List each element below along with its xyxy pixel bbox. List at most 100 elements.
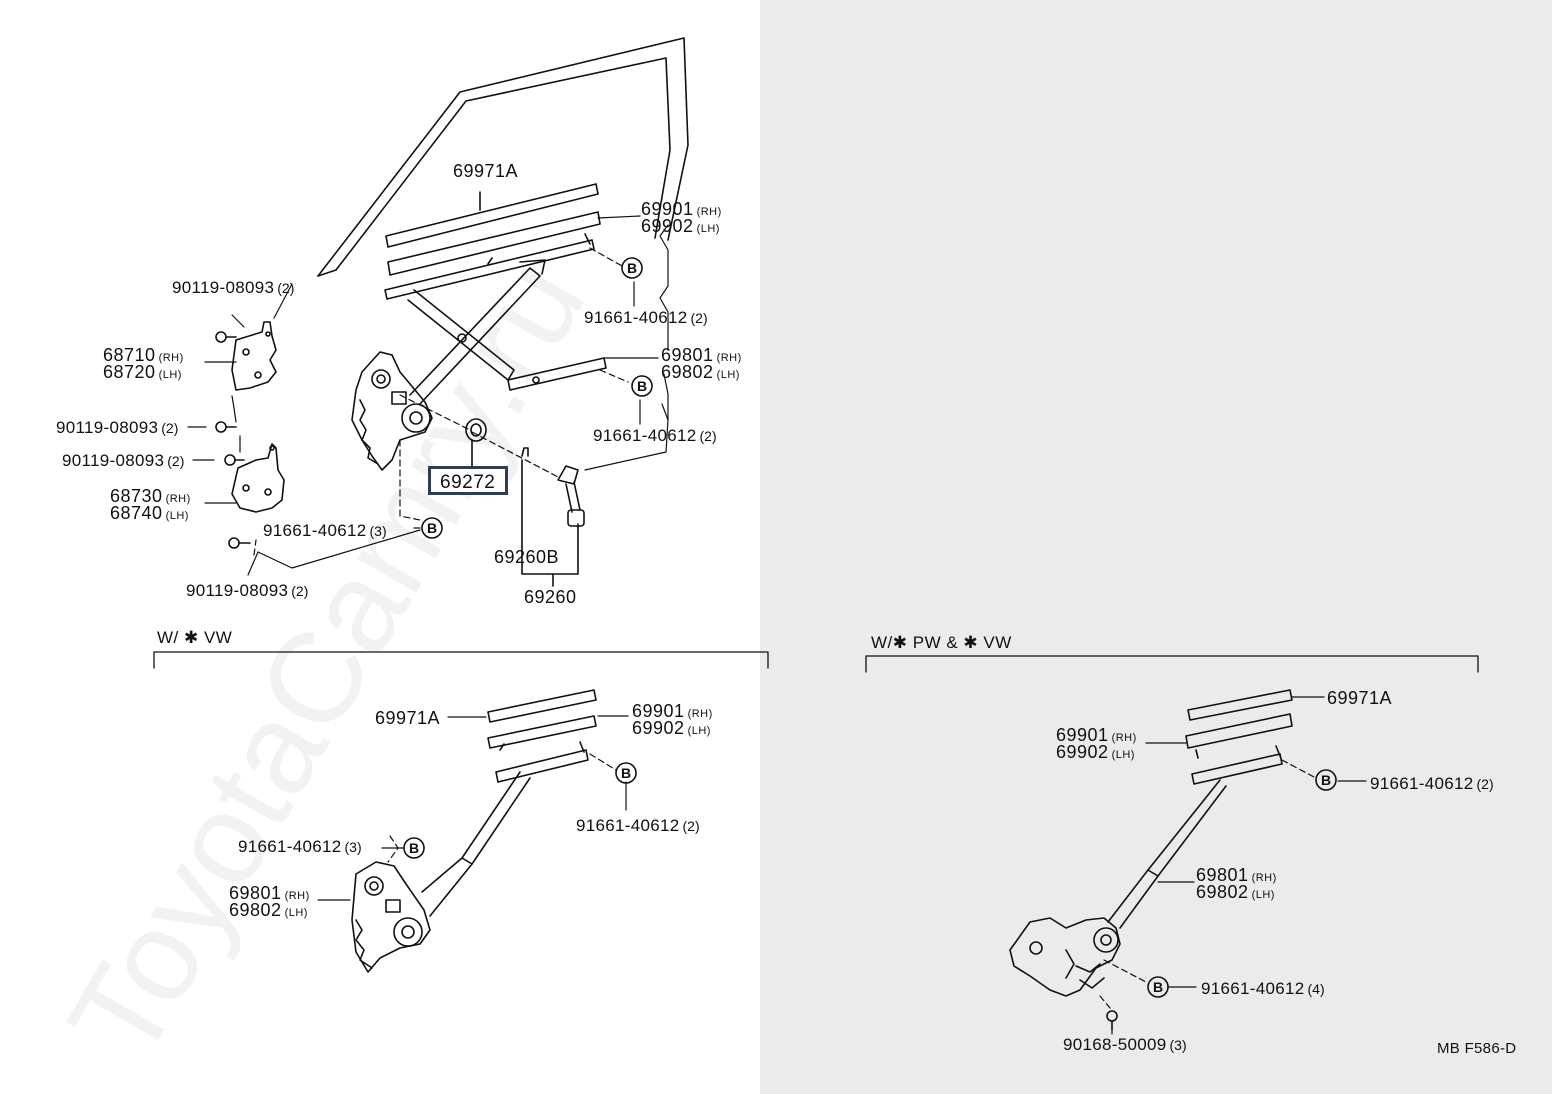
label-screw-2: 90119-08093 (2) — [56, 419, 178, 436]
bolt-b-symbol: B — [409, 840, 420, 856]
side-rh: (RH) — [696, 206, 722, 218]
part-number: 69902 — [632, 718, 685, 738]
leader-lines-vw — [317, 715, 629, 901]
side-lh: (LH) — [696, 223, 720, 235]
label-regulator-lh-vw: 69902 (LH) — [632, 719, 711, 737]
label-clip-69260b: 69260B — [494, 547, 560, 567]
side-rh: (RH) — [687, 708, 713, 720]
label-handle-assy: 69260 — [524, 587, 577, 607]
pw-vw-bracket — [865, 655, 1479, 673]
label-screw-4: 90119-08093 (2) — [186, 582, 308, 599]
glass-channel — [385, 183, 599, 248]
label-arm-rh-pw: 69801 (RH) — [1196, 866, 1277, 884]
bolt-b-circles-vw — [403, 762, 637, 859]
label-bolt-b-lower: 91661-40612 (3) — [263, 522, 387, 539]
pw-screw — [1106, 1010, 1118, 1031]
section-header-vw: W/ ✱ VW — [157, 628, 233, 647]
quantity: (2) — [682, 818, 700, 834]
side-rh: (RH) — [165, 493, 191, 505]
regulator-rail — [384, 211, 601, 300]
part-number: 69802 — [1196, 882, 1249, 902]
part-number: 91661-40612 — [584, 308, 688, 327]
quantity: (3) — [1169, 1037, 1187, 1053]
label-screw-pw: 90168-50009 (3) — [1063, 1036, 1187, 1053]
label-regulator-rh-top: 69901 (RH) — [641, 200, 722, 218]
pw-glass-channel — [1187, 689, 1293, 721]
leader-lines-pw — [1111, 696, 1367, 1035]
label-bolt-b-upper: 91661-40612 (2) — [584, 309, 708, 326]
window-handle — [547, 465, 585, 587]
side-lh: (LH) — [284, 907, 308, 919]
part-number: 68730 — [110, 486, 163, 506]
bolt-b-circles-top — [421, 257, 653, 539]
clip-69260b — [521, 447, 549, 575]
label-hinge-upper-lh: 68720 (LH) — [103, 363, 182, 381]
part-number: 69901 — [632, 701, 685, 721]
side-rh: (RH) — [158, 352, 184, 364]
part-number: 91661-40612 — [1370, 774, 1474, 793]
label-arm-rh-top: 69801 (RH) — [661, 346, 742, 364]
label-bolt-b-mid: 91661-40612 (2) — [593, 427, 717, 444]
bolt-b-symbol: B — [621, 765, 632, 781]
vw-bracket — [153, 651, 769, 669]
part-number: 68720 — [103, 362, 156, 382]
label-bolt-b-right-vw: 91661-40612 (2) — [576, 817, 700, 834]
bolt-b-circles-pw — [1147, 769, 1337, 998]
side-rh: (RH) — [1251, 872, 1277, 884]
side-rh: (RH) — [284, 890, 310, 902]
part-number: 68740 — [110, 503, 163, 523]
label-glass-channel-vw: 69971A — [375, 708, 441, 728]
label-regulator-rh-pw: 69901 (RH) — [1056, 726, 1137, 744]
bolt-b-symbol: B — [1321, 772, 1332, 788]
lower-arm-rail — [507, 357, 607, 391]
bolt-b-symbol: B — [627, 260, 638, 276]
part-number: 69902 — [1056, 742, 1109, 762]
highlighted-part-box[interactable]: 69272 — [428, 466, 508, 495]
quantity: (2) — [161, 420, 179, 436]
pw-arm — [1107, 779, 1227, 929]
label-bolt-b-left-vw: 91661-40612 (3) — [238, 838, 362, 855]
side-rh: (RH) — [1111, 732, 1137, 744]
part-number: 69801 — [229, 883, 282, 903]
label-screw-3: 90119-08093 (2) — [62, 452, 184, 469]
part-number: 91661-40612 — [238, 837, 342, 856]
label-arm-lh-pw: 69802 (LH) — [1196, 883, 1275, 901]
part-number: 69802 — [661, 362, 714, 382]
label-regulator-lh-top: 69902 (LH) — [641, 217, 720, 235]
side-lh: (LH) — [158, 369, 182, 381]
vw-arm — [421, 771, 531, 917]
diagram-reference: MB F586-D — [1437, 1040, 1517, 1057]
vw-regulator-rail — [487, 715, 597, 783]
dashed-lines-vw — [387, 753, 617, 863]
part-number: 91661-40612 — [593, 426, 697, 445]
vw-regulator-gear — [351, 861, 431, 973]
part-number: 69902 — [641, 216, 694, 236]
part-number: 69901 — [1056, 725, 1109, 745]
part-number: 90119-08093 — [62, 451, 165, 470]
leader-lines-top — [187, 215, 669, 576]
label-hinge-lower-lh: 68740 (LH) — [110, 504, 189, 522]
bolt-b-symbol: B — [427, 520, 438, 536]
quantity: (2) — [291, 583, 309, 599]
side-lh: (LH) — [1111, 749, 1135, 761]
pw-regulator-rail — [1185, 713, 1293, 785]
part-number: 68710 — [103, 345, 156, 365]
hinge-upper — [231, 321, 277, 391]
side-lh: (LH) — [1251, 889, 1275, 901]
quantity: (2) — [1476, 776, 1494, 792]
side-lh: (LH) — [716, 369, 740, 381]
part-number: 91661-40612 — [1201, 979, 1305, 998]
label-hinge-lower-rh: 68730 (RH) — [110, 487, 191, 505]
quantity: (2) — [690, 310, 708, 326]
dashed-lines-pw — [1099, 759, 1317, 1009]
part-number: 69801 — [661, 345, 714, 365]
label-glass-channel-top: 69971A — [453, 161, 519, 181]
quantity: (3) — [344, 839, 362, 855]
quantity: (2) — [167, 453, 185, 469]
part-number: 69802 — [229, 900, 282, 920]
quantity: (2) — [699, 428, 717, 444]
part-number: 90119-08093 — [56, 418, 159, 437]
scissor-arms — [407, 259, 546, 405]
highlighted-part-number: 69272 — [440, 472, 496, 493]
